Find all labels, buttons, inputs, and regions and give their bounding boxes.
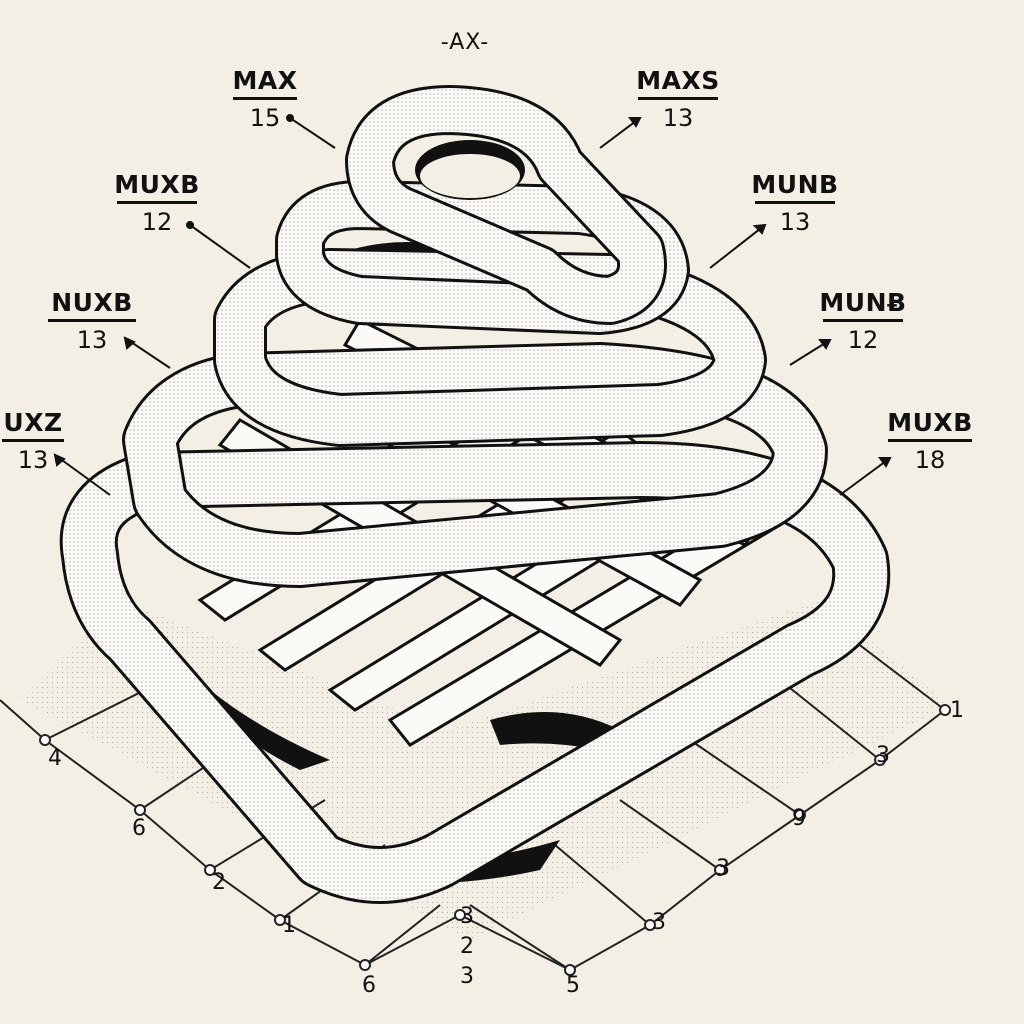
bottom-stack-number: 2 — [460, 934, 474, 959]
bottom-stack-number: 3 — [460, 964, 474, 989]
label-name: MUNɃ — [819, 288, 907, 317]
label-name: MAX — [232, 66, 298, 95]
knot-rings — [59, 85, 891, 904]
label-rule — [117, 201, 197, 204]
grid-tick-left: 6 — [362, 973, 376, 998]
label-rule — [755, 201, 835, 204]
bottom-stack-number: 3 — [460, 904, 474, 929]
label-rule — [233, 97, 297, 100]
label-munb-right: MUNB 13 — [750, 172, 840, 234]
ring-top-loop — [345, 85, 667, 325]
label-rule — [48, 319, 136, 322]
label-rule — [638, 97, 718, 100]
grid-tick-right: 9 — [792, 806, 806, 831]
label-value: 12 — [141, 208, 173, 236]
leader-arrows — [53, 114, 892, 496]
label-muxb-left: MUXB 12 — [112, 172, 202, 234]
label-value: 15 — [249, 104, 281, 132]
label-value: 13 — [76, 326, 108, 354]
ground-grid-nodes — [39, 704, 951, 976]
label-uxz: UXZ 13 — [0, 410, 66, 472]
diagram-title: -AX- — [440, 30, 490, 55]
grid-tick-left: 2 — [212, 870, 226, 895]
label-value: 18 — [914, 446, 946, 474]
grid-tick-right: 5 — [566, 973, 580, 998]
label-value: 13 — [17, 446, 49, 474]
label-rule — [2, 439, 64, 442]
label-nuxb: NUXB 13 — [44, 290, 140, 352]
label-name: MUXB — [114, 170, 200, 199]
label-muxb-right: MUXB 18 — [884, 410, 976, 472]
label-munb-right-2: MUNɃ 12 — [818, 290, 908, 352]
grid-tick-right: 3 — [716, 856, 730, 881]
grid-tick-right: 3 — [876, 743, 890, 768]
grid-tick-right: 1 — [950, 698, 964, 723]
grid-tick-left: 4 — [48, 746, 62, 771]
label-rule — [888, 439, 972, 442]
label-maxs: MAXS 13 — [636, 68, 720, 130]
label-max: MAX 15 — [228, 68, 302, 130]
label-name: MUNB — [751, 170, 839, 199]
label-value: 13 — [662, 104, 694, 132]
label-name: UXZ — [3, 408, 63, 437]
label-name: NUXB — [51, 288, 133, 317]
grid-tick-left: 6 — [132, 816, 146, 841]
label-rule — [823, 319, 903, 322]
grid-tick-left: 1 — [282, 913, 296, 938]
label-name: MAXS — [636, 66, 720, 95]
label-value: 13 — [779, 208, 811, 236]
label-value: 12 — [847, 326, 879, 354]
label-name: MUXB — [887, 408, 973, 437]
grid-tick-right: 3 — [652, 910, 666, 935]
